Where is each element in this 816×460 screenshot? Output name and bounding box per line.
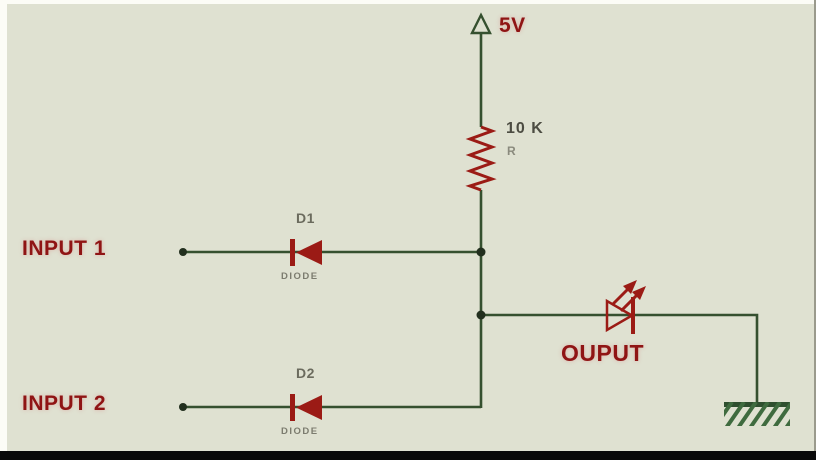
resistor-ref-label: R bbox=[507, 144, 516, 158]
d2-ref-label: D2 bbox=[296, 365, 315, 381]
output-label: OUPUT bbox=[561, 340, 644, 366]
ground-symbol bbox=[724, 402, 790, 426]
d2-cathode-bar bbox=[290, 394, 295, 421]
diode-d2-symbol bbox=[290, 394, 322, 421]
power-terminal-icon bbox=[470, 12, 492, 35]
d2-anode-triangle bbox=[296, 395, 322, 420]
d1-cathode-bar bbox=[290, 239, 295, 266]
input2-label: INPUT 2 bbox=[22, 392, 107, 415]
left-margin bbox=[0, 0, 7, 451]
wire-output-to-ground bbox=[481, 313, 759, 404]
led-arrowhead-2 bbox=[632, 286, 646, 300]
input2-terminal-dot bbox=[179, 403, 187, 411]
led-symbol bbox=[605, 280, 646, 334]
d1-type-label: DIODE bbox=[281, 271, 319, 282]
bottom-black-bar bbox=[0, 451, 816, 460]
d1-ref-label: D1 bbox=[296, 210, 315, 226]
junction-dot-output bbox=[476, 310, 486, 320]
diode-d1-symbol bbox=[290, 239, 322, 266]
ground-top-bar bbox=[724, 402, 790, 407]
resistor-symbol bbox=[465, 125, 497, 192]
connection-dots bbox=[179, 247, 486, 411]
d2-type-label: DIODE bbox=[281, 426, 319, 437]
input1-terminal-dot bbox=[179, 248, 187, 256]
wires bbox=[183, 33, 759, 409]
top-margin bbox=[0, 0, 816, 4]
junction-dot-input1 bbox=[476, 247, 486, 257]
ground-hatching bbox=[724, 402, 790, 426]
led-triangle bbox=[605, 298, 635, 333]
input1-label: INPUT 1 bbox=[22, 237, 107, 260]
power-label: 5V bbox=[499, 14, 526, 37]
led-arrowhead-1 bbox=[623, 280, 637, 294]
d1-anode-triangle bbox=[296, 240, 322, 265]
right-edge-line bbox=[814, 0, 816, 451]
resistor-value-label: 10 K bbox=[506, 120, 544, 137]
